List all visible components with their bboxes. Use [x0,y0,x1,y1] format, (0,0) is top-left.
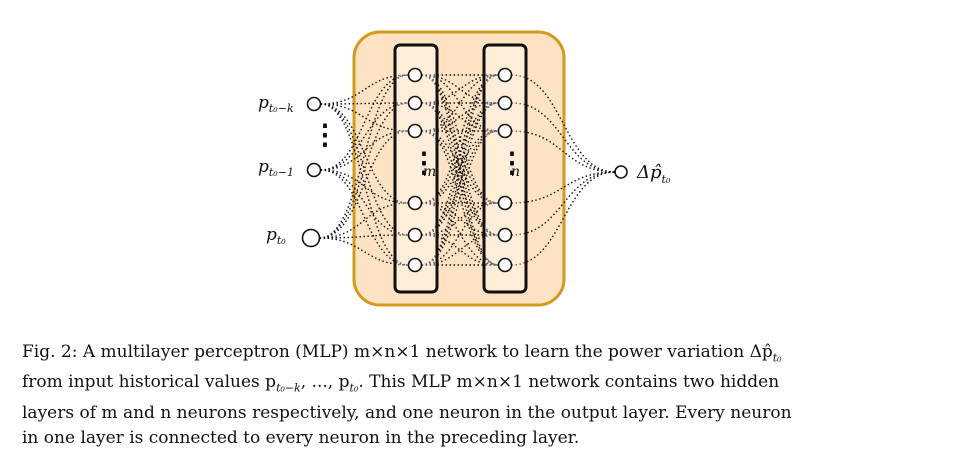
edge-hidden1-hidden2 [421,74,499,266]
edge-hidden1-hidden2 [421,102,499,236]
edge-hidden1-hidden2 [421,202,499,266]
output-neuron [614,165,628,179]
hidden2-neuron-2 [497,95,513,111]
hidden1-neuron-6 [407,257,423,273]
hidden-layer-1-column [393,43,439,294]
hidden-layer-2-ellipsis: ⋮ [498,146,526,179]
edge-hidden1-hidden2 [421,74,499,236]
input-ellipsis: ⋮ [311,118,339,151]
edge-hidden1-hidden2 [421,74,499,104]
input-neuron-top [306,96,322,112]
caption-line-3: layers of m and n neurons respectively, … [22,402,792,423]
hidden1-neuron-1 [407,67,423,83]
mlp-diagram: ⋮ m ⋮ n ⋮ pt₀−k pt₀−1 pt₀ Δp̂t₀ [258,30,671,307]
edge-input-hidden1 [319,102,409,239]
hidden2-neuron-4 [497,195,513,211]
hidden2-neuron-6 [497,257,513,273]
edge-hidden1-hidden2 [421,102,499,204]
edge-hidden1-hidden2 [421,130,499,236]
connections [319,74,616,266]
hidden2-neuron-3 [497,123,513,139]
edge-input-hidden1 [320,169,409,204]
edge-hidden1-hidden2 [421,130,499,266]
input-label-bottom: pt₀ [266,225,286,247]
edge-input-hidden1 [320,102,409,105]
edge-input-hidden1 [320,74,409,105]
edge-input-hidden1 [320,74,409,171]
edge-hidden2-output [511,74,616,173]
edge-hidden1-hidden2 [421,74,499,104]
input-neuron-bottom [301,228,321,248]
hidden-layer-1-ellipsis: ⋮ [410,146,438,179]
output-label: Δp̂t₀ [636,162,671,186]
hidden-layer-1-label: m [423,164,436,180]
hidden2-neuron-1 [497,67,513,83]
edge-hidden1-hidden2 [421,74,499,266]
hidden-layer-2-column [482,43,528,294]
edge-input-hidden1 [319,237,409,266]
input-label-top: pt₀−k [258,93,294,115]
hidden1-neuron-3 [407,123,423,139]
edge-input-hidden1 [320,130,409,171]
edge-hidden2-output [511,102,616,173]
edge-hidden1-hidden2 [421,74,499,132]
edge-hidden1-hidden2 [421,102,499,132]
edge-hidden1-hidden2 [421,102,499,266]
caption-line-1: Fig. 2: A multilayer perceptron (MLP) m×… [22,342,782,365]
edge-input-hidden1 [319,74,409,239]
edge-hidden1-hidden2 [421,130,499,204]
edge-hidden2-output [511,171,616,266]
edge-hidden1-hidden2 [421,102,499,266]
hidden1-neuron-5 [407,227,423,243]
edge-hidden1-hidden2 [421,130,499,204]
neurons [301,67,628,273]
input-neuron-mid [306,162,322,178]
hidden-layer-2-label: n [511,164,520,180]
edge-hidden1-hidden2 [421,202,499,266]
caption-line-4: in one layer is connected to every neuro… [22,427,580,448]
figure-caption: Fig. 2: A multilayer perceptron (MLP) m×… [22,340,952,451]
hidden2-neuron-5 [497,227,513,243]
hidden1-neuron-2 [407,95,423,111]
edge-hidden1-hidden2 [421,102,499,132]
edge-hidden1-hidden2 [421,74,499,132]
hidden1-neuron-4 [407,195,423,211]
edge-input-hidden1 [320,169,409,266]
caption-line-2: from input historical values pt₀−k, ...,… [22,372,780,395]
input-label-mid: pt₀−1 [258,157,294,179]
edge-hidden2-output [511,130,616,173]
